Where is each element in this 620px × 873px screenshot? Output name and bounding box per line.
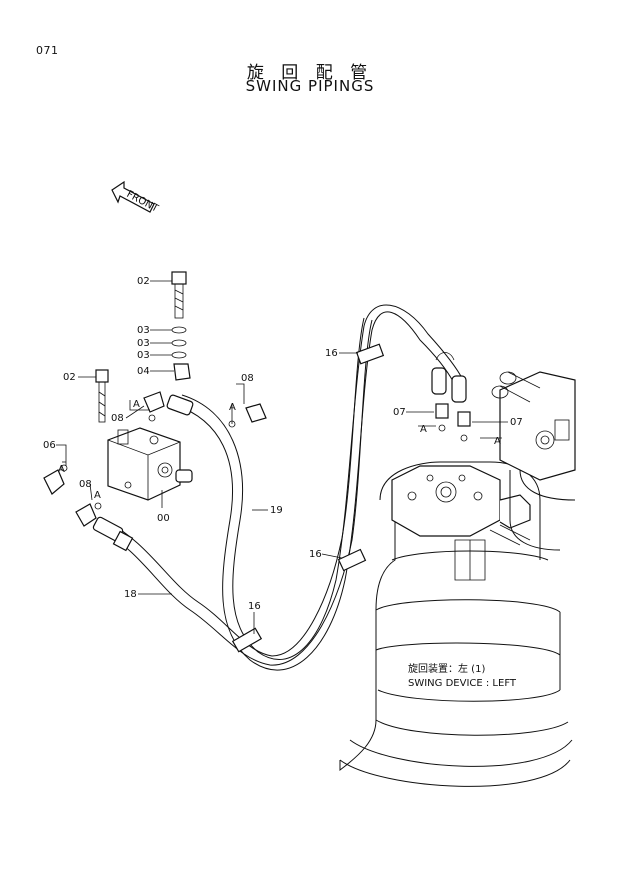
hose-fitting-valve	[166, 394, 194, 416]
fitting-07-left	[435, 403, 449, 432]
bolt-02-top	[171, 271, 187, 319]
part-label-03-a: 03	[137, 325, 150, 336]
clip-04	[173, 363, 191, 381]
washer-03-a	[171, 326, 187, 334]
front-arrow-icon: FRONT	[111, 180, 161, 215]
swing-motor-upper	[491, 371, 576, 551]
front-label: FRONT	[125, 189, 161, 215]
part-label-04: 04	[137, 366, 150, 377]
part-label-00: 00	[157, 513, 170, 524]
part-label-16-upper: 16	[325, 348, 338, 359]
swing-device-housing	[339, 461, 573, 787]
elbow-fitting-08-right	[228, 403, 267, 428]
part-label-16-lower: 16	[248, 601, 261, 612]
part-label-16-middle: 16	[309, 549, 322, 560]
page-title: SWING PIPINGS	[245, 77, 375, 95]
detail-label-a-mid: A	[133, 399, 140, 410]
swing-device-caption-japanese: 旋回装置：左 (1)	[408, 662, 485, 675]
washer-03-b	[171, 339, 187, 347]
fitting-07-right	[457, 411, 471, 442]
page-title-japanese: 旋 回 配 管	[246, 63, 374, 83]
washer-03-c	[171, 351, 187, 359]
hose-fitting-upper-right	[431, 352, 467, 403]
detail-label-a-lower: A	[94, 490, 101, 501]
detail-label-a-07-right: A	[494, 436, 501, 447]
elbow-fitting-08-mid	[143, 391, 165, 422]
leader-lines	[56, 280, 508, 634]
part-label-08-lower: 08	[79, 479, 92, 490]
page-number: 071	[36, 44, 59, 57]
part-label-03-c: 03	[137, 350, 150, 361]
elbow-fitting-08-lower	[75, 502, 102, 527]
detail-label-a-07-left: A	[420, 424, 427, 435]
swing-device-caption: SWING DEVICE : LEFT	[408, 678, 517, 689]
hose-18	[99, 317, 373, 666]
hose-fitting-lower	[92, 516, 134, 552]
valve-block-00	[107, 427, 193, 501]
part-label-08-right: 08	[241, 373, 254, 384]
part-label-06: 06	[43, 440, 56, 451]
part-label-02-top: 02	[137, 276, 150, 287]
detail-label-a-06: A	[58, 464, 65, 475]
part-label-02-left: 02	[63, 372, 76, 383]
part-label-08-mid: 08	[111, 413, 124, 424]
clamp-16-middle	[337, 548, 367, 572]
bolt-02-left	[95, 369, 109, 423]
hose-19	[174, 304, 464, 671]
detail-label-a-right: A	[229, 402, 236, 413]
part-label-18: 18	[124, 589, 137, 600]
part-label-19: 19	[270, 505, 283, 516]
part-label-07-right: 07	[510, 417, 523, 428]
part-label-03-b: 03	[137, 338, 150, 349]
clamp-16-upper	[355, 343, 385, 365]
fitting-06	[43, 464, 68, 495]
part-label-07-left: 07	[393, 407, 406, 418]
clamp-16-lower	[231, 627, 263, 653]
